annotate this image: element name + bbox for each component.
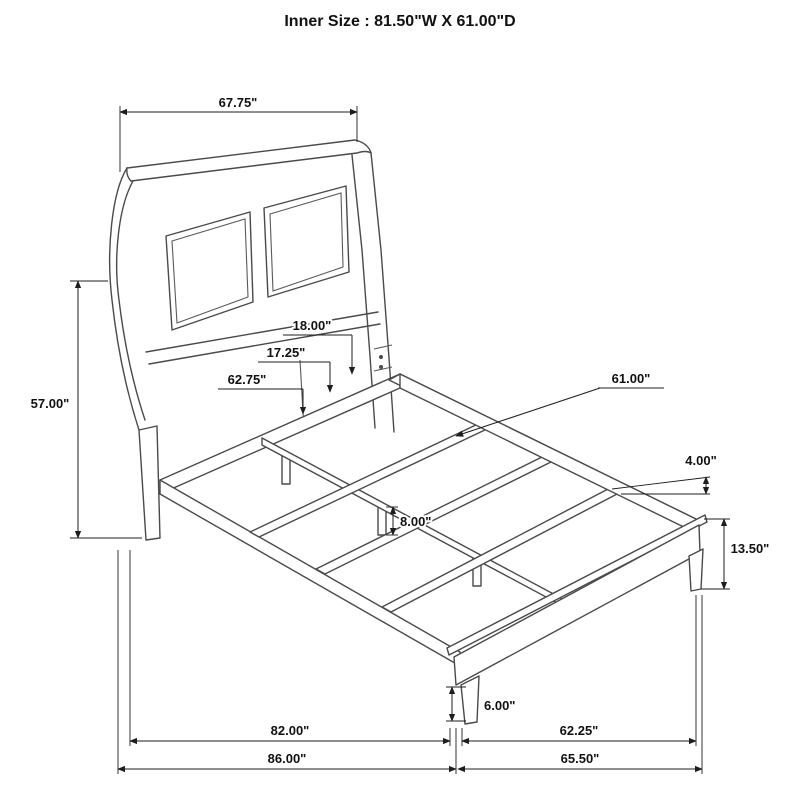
dim-slat-length: 61.00"	[455, 369, 664, 437]
slat	[315, 455, 554, 575]
dim-panel-height: 18.00"	[283, 316, 356, 375]
dim-overall-width: 65.50"	[457, 749, 703, 773]
support-leg	[281, 455, 291, 485]
dim-headboard-inner-width: 62.75"	[218, 370, 307, 415]
dim-foot-inner-width: 62.25"	[461, 721, 697, 745]
dim-label-inner-length: 82.00"	[271, 723, 310, 738]
dim-headboard-height: 57.00"	[29, 280, 142, 539]
dim-rail-width: 4.00"	[611, 451, 719, 495]
dim-overall-length: 86.00"	[117, 749, 457, 773]
dim-label-slat-length: 61.00"	[612, 371, 651, 386]
dim-center-leg-height: 8.00"	[386, 506, 433, 536]
dim-label-headboard-inner-width: 62.75"	[228, 372, 267, 387]
footboard-cap	[446, 514, 708, 656]
diagram-title: Inner Size : 81.50"W X 61.00"D	[284, 13, 515, 30]
dim-label-footboard-height: 13.50"	[731, 541, 770, 556]
headboard-panel-left	[165, 211, 254, 331]
bolt-hole	[379, 355, 383, 359]
footboard	[446, 514, 708, 725]
dim-panel-opening: 17.25"	[258, 343, 334, 393]
dim-footboard-height: 13.50"	[701, 518, 771, 590]
dim-label-foot-leg-height: 6.00"	[484, 698, 515, 713]
dim-label-panel-opening: 17.25"	[267, 345, 306, 360]
dim-label-headboard-height: 57.00"	[31, 396, 70, 411]
dim-label-foot-inner-width: 62.25"	[560, 723, 599, 738]
footboard-leg-left	[460, 675, 480, 725]
footboard-leg-right	[688, 548, 704, 592]
bolt-hole	[379, 365, 383, 369]
headboard-leg	[138, 425, 161, 541]
dim-label-overall-width: 65.50"	[561, 751, 600, 766]
headboard	[108, 139, 397, 541]
dim-label-headboard-width: 67.75"	[219, 95, 258, 110]
dim-inner-length: 82.00"	[129, 721, 451, 745]
dim-headboard-width: 67.75"	[119, 93, 358, 172]
headboard-panel-right	[263, 185, 350, 298]
dim-label-overall-length: 86.00"	[268, 751, 307, 766]
dim-foot-leg-height: 6.00"	[446, 686, 517, 722]
dim-label-center-leg-height: 8.00"	[400, 514, 431, 529]
footboard-face	[453, 524, 701, 686]
dim-label-panel-height: 18.00"	[293, 318, 332, 333]
dim-label-rail-width: 4.00"	[685, 453, 716, 468]
